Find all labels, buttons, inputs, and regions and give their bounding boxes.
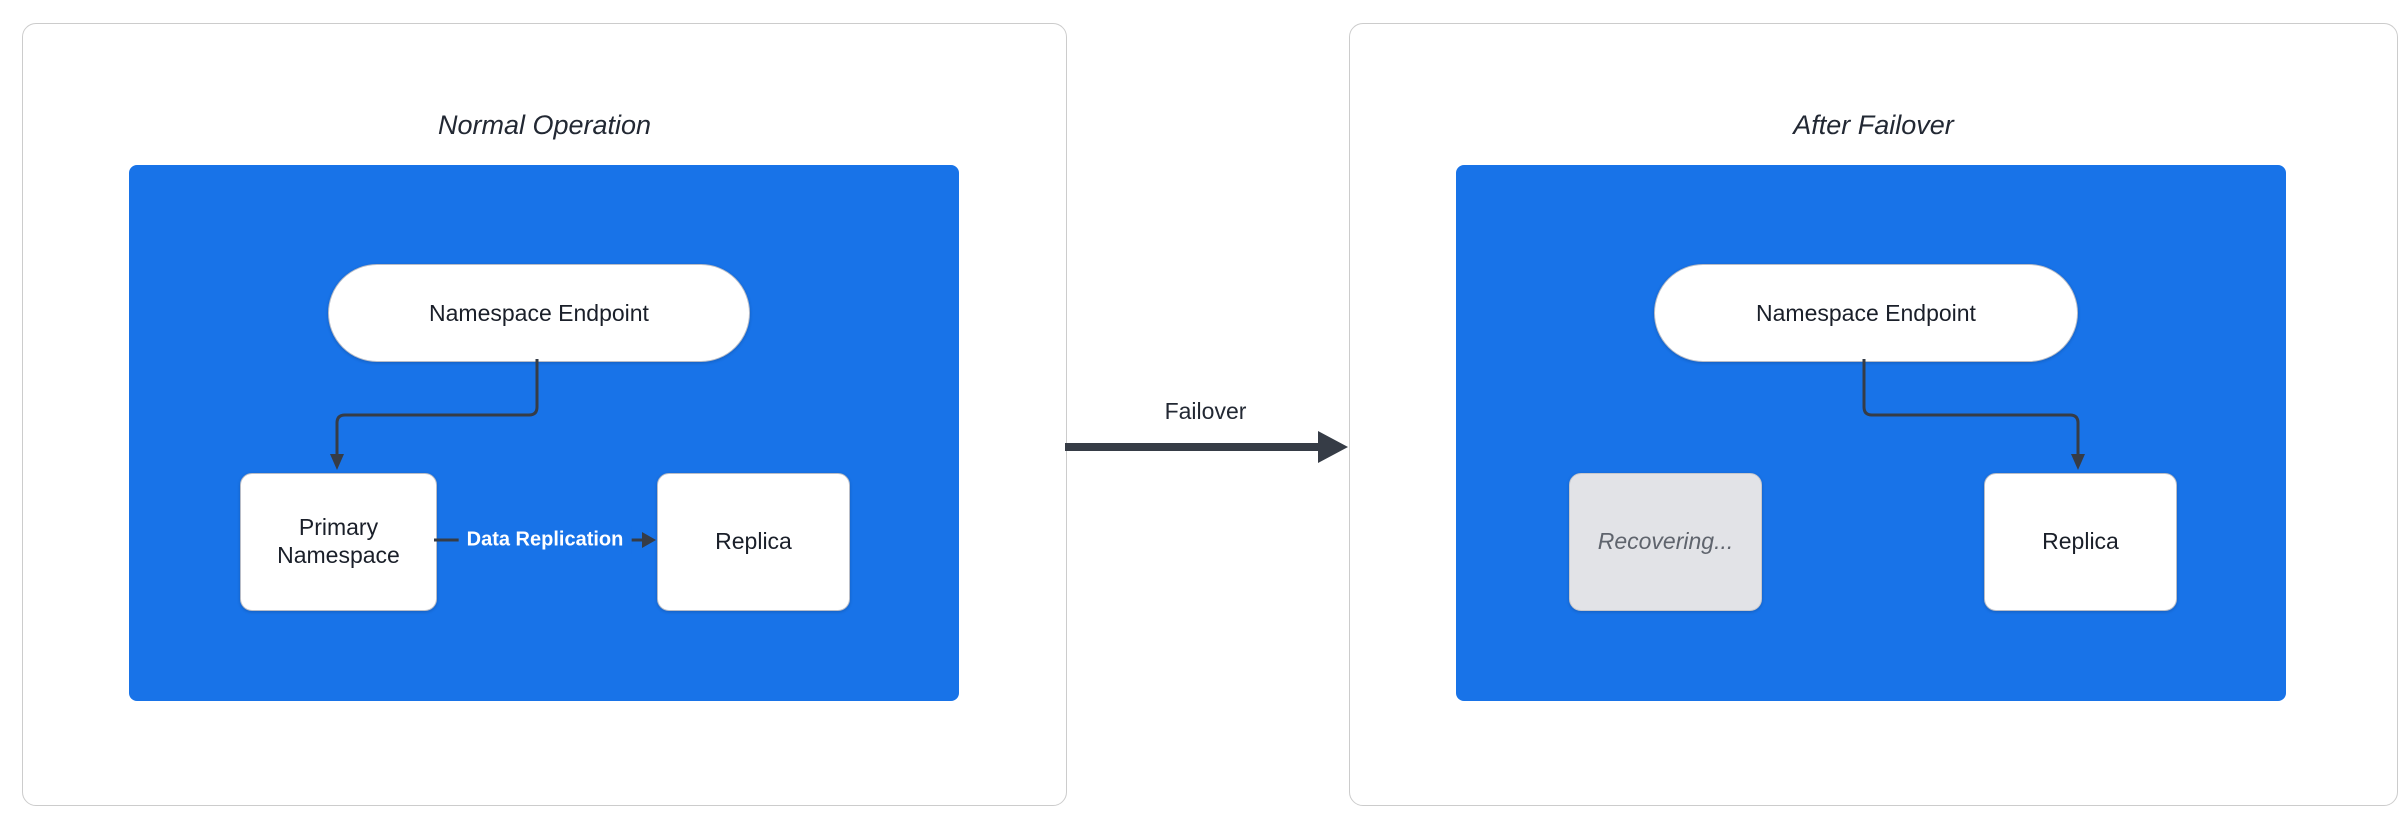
- namespace-endpoint-node: Namespace Endpoint: [328, 264, 750, 362]
- failover-label: Failover: [1164, 398, 1247, 424]
- recovering-node: Recovering...: [1569, 473, 1762, 611]
- cluster-after-failover: Namespace Endpoint Recovering... Replica: [1456, 165, 2286, 701]
- failover-arrowhead: [1318, 431, 1348, 463]
- replica-node: Replica: [657, 473, 850, 611]
- data-replication-label: Data Replication: [458, 525, 632, 555]
- replica-node: Replica: [1984, 473, 2177, 611]
- namespace-endpoint-node: Namespace Endpoint: [1654, 264, 2078, 362]
- replica-label: Replica: [715, 528, 792, 555]
- panel-title-after-failover: After Failover: [1793, 110, 1954, 140]
- namespace-endpoint-label: Namespace Endpoint: [1756, 299, 1976, 326]
- primary-namespace-node: Primary Namespace: [240, 473, 437, 611]
- namespace-endpoint-label: Namespace Endpoint: [429, 299, 649, 326]
- panel-normal-operation: Normal Operation Namespace Endpoint Prim…: [22, 23, 1067, 806]
- panel-title-normal-operation: Normal Operation: [437, 110, 652, 140]
- panel-after-failover: After Failover Namespace Endpoint Recove…: [1349, 23, 2398, 806]
- primary-namespace-label: Primary Namespace: [277, 514, 400, 568]
- recovering-label: Recovering...: [1597, 528, 1734, 555]
- cluster-normal-operation: Namespace Endpoint Primary Namespace Rep…: [129, 165, 959, 701]
- replica-label: Replica: [2042, 528, 2119, 555]
